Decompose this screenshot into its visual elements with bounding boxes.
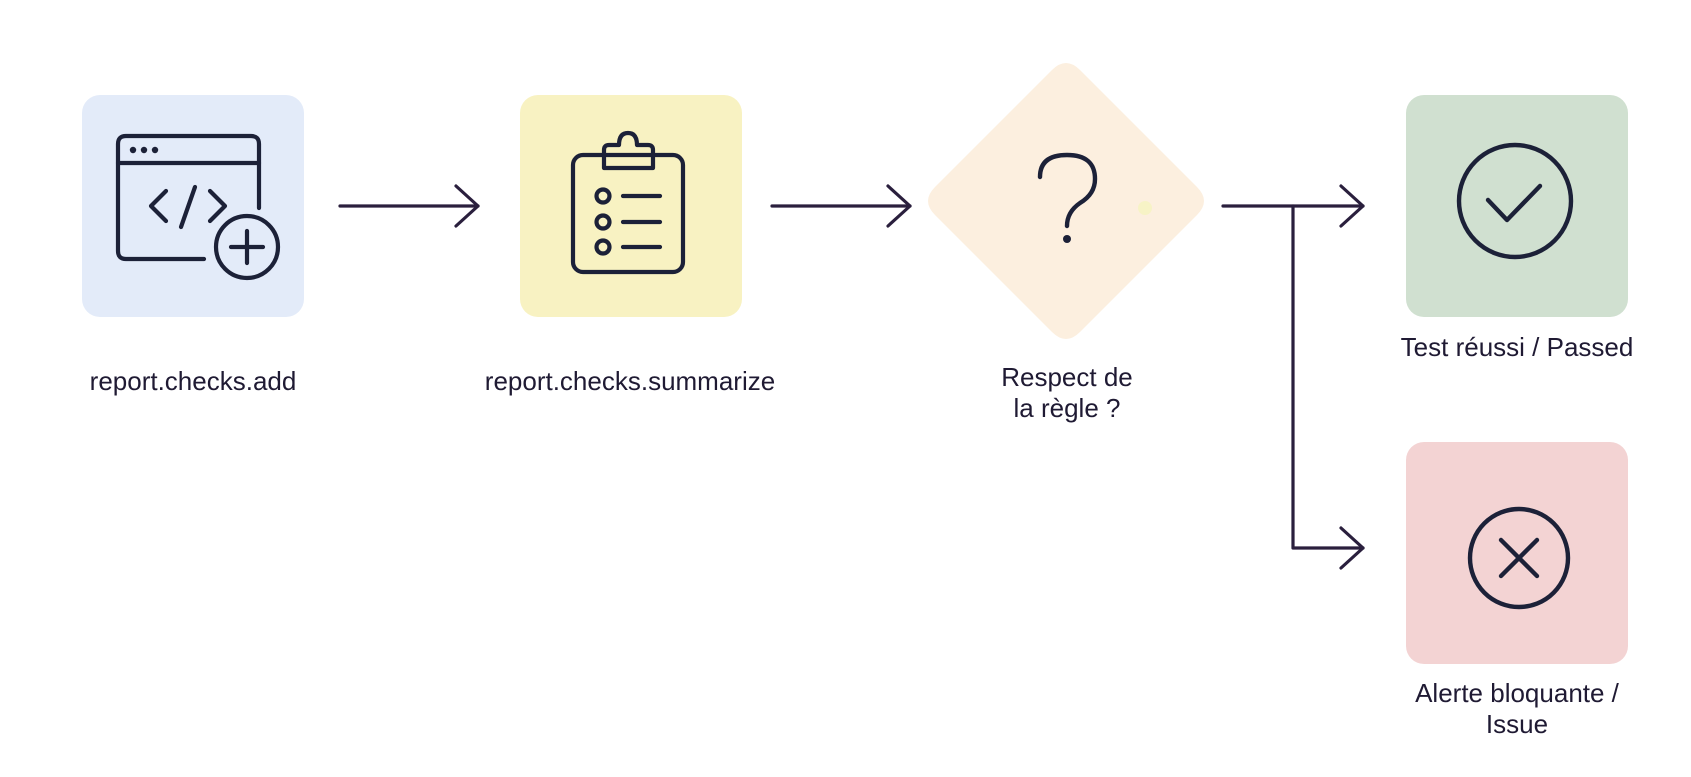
node-decision-label-line1: Respect de xyxy=(1001,362,1133,392)
check-circle-icon xyxy=(1456,142,1574,260)
node-decision-label-line2: la règle ? xyxy=(1013,393,1121,423)
arrow-add-to-summarize xyxy=(338,184,480,228)
node-decision-label: Respect de la règle ? xyxy=(960,362,1174,424)
node-issue-label: Alerte bloquante / Issue xyxy=(1415,678,1619,739)
node-checks-add xyxy=(82,95,304,317)
question-mark-icon xyxy=(1037,152,1098,229)
node-passed-label: Test réussi / Passed xyxy=(1400,332,1634,362)
clipboard-checklist-icon xyxy=(570,130,686,275)
x-circle-icon xyxy=(1467,506,1571,610)
code-window-plus-icon xyxy=(115,133,281,281)
node-issue xyxy=(1406,442,1628,664)
arrow-summarize-to-decision xyxy=(770,184,912,228)
node-checks-summarize-label: report.checks.summarize xyxy=(484,366,776,396)
node-passed xyxy=(1406,95,1628,317)
node-checks-summarize xyxy=(520,95,742,317)
arrow-decision-to-issue xyxy=(1291,204,1365,570)
node-checks-add-label: report.checks.add xyxy=(89,366,297,396)
decision-dot xyxy=(1138,201,1152,215)
